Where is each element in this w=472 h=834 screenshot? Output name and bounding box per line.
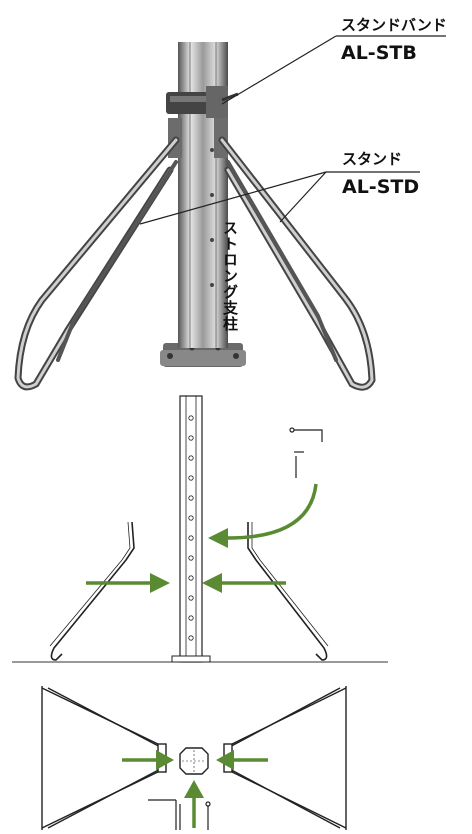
stand-label: スタンド — [342, 150, 403, 168]
leader-lines — [139, 35, 446, 225]
stand-leg-right — [218, 136, 376, 391]
stand-band-code: AL-STB — [341, 42, 417, 64]
top-view-diagram — [41, 686, 347, 830]
top-leg-right — [223, 686, 347, 830]
band-part — [289, 427, 323, 478]
side-view-diagram — [12, 395, 388, 663]
stand-band-label: スタンドバンド — [341, 16, 447, 34]
side-leg-left — [50, 521, 135, 661]
stand-photo — [14, 35, 446, 391]
top-leg-left — [41, 686, 167, 830]
top-arrows — [122, 750, 268, 828]
base-plate — [160, 343, 246, 367]
band-clip — [148, 799, 211, 830]
side-arrows — [86, 483, 318, 593]
stand-leg-left — [14, 136, 180, 391]
side-pole — [171, 395, 211, 663]
stand-code: AL-STD — [342, 176, 420, 198]
side-pole-holes — [188, 415, 194, 641]
side-leg-right — [247, 522, 328, 661]
pole-label: ストロング支柱 — [221, 220, 239, 332]
pole-cross-section — [179, 747, 209, 775]
